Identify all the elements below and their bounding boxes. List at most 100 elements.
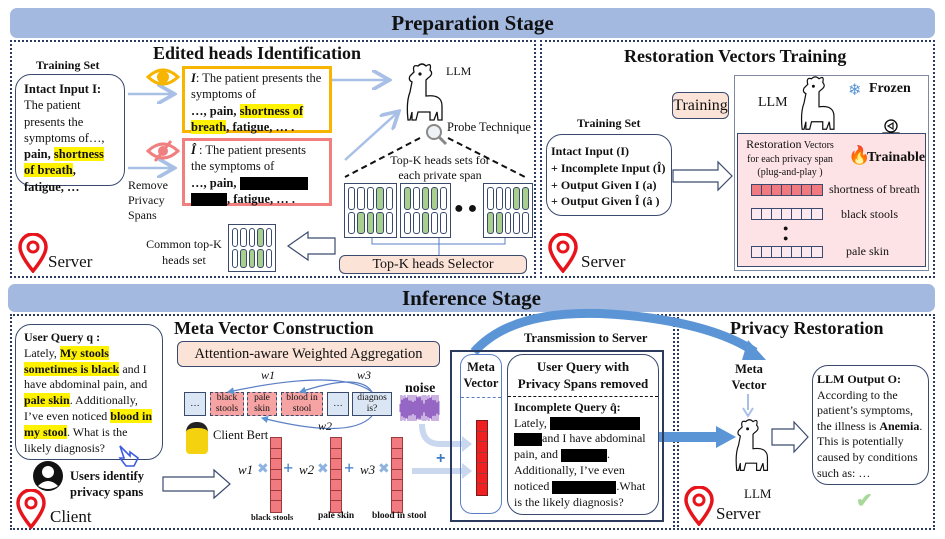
query-text: . Additionally, I’ve even noticed	[24, 393, 138, 424]
multiply-icon: ✖	[378, 462, 390, 477]
location-pin-icon	[684, 486, 714, 526]
attention-head	[413, 187, 420, 210]
snowflake-icon: ❄	[848, 82, 862, 99]
multiply-icon: ✖	[257, 462, 269, 477]
span-vector	[270, 437, 282, 513]
eye-open-icon	[146, 68, 180, 86]
attention-head	[431, 211, 438, 234]
query-text: and I have abdominal pain, and	[24, 361, 148, 392]
topk-sets-label: Top-K heads sets for each private span	[390, 153, 490, 182]
probe-technique-label: Probe Technique	[447, 120, 531, 134]
user-avatar-icon	[33, 461, 63, 491]
query-text: . Additionally, I’ve even noticed	[514, 447, 625, 493]
weight-label: w1	[261, 368, 276, 382]
trainable-label: Trainable	[867, 150, 926, 165]
training-inputs-box: Intact Input (I) + Incomplete Input (Î) …	[546, 134, 672, 216]
restoration-training-title: Restoration Vectors Training	[624, 46, 847, 66]
multiply-icon: ✖	[317, 462, 329, 477]
privacy-token: pale skin	[247, 392, 277, 416]
attention-head-selected	[404, 187, 411, 210]
vector-label: pale skin	[318, 511, 355, 521]
attention-head	[440, 211, 447, 234]
attention-head	[348, 211, 356, 234]
query-text: Lately,	[514, 415, 547, 430]
privacy-restoration-panel	[677, 314, 935, 530]
query-text: . What is the likely diagnosis?	[24, 424, 128, 455]
meta-vector-divider	[461, 397, 501, 398]
attention-head-selected	[495, 211, 503, 234]
attention-head-selected	[257, 228, 264, 247]
meta-vector-label: Meta Vector	[463, 360, 499, 390]
llm-label: LLM	[446, 64, 472, 78]
input-line: + Incomplete Input (Î)	[551, 160, 666, 175]
intact-input-label: Intact Input I:	[24, 82, 102, 96]
incomplete-text: : The patient presents the symptoms of	[191, 143, 307, 174]
meta-vector-title: Meta Vector Construction	[174, 318, 374, 338]
attention-head-selected	[522, 187, 529, 210]
restoration-word: Restoration	[746, 137, 802, 151]
client-panel	[10, 314, 675, 530]
incomplete-query-box: User Query with Privacy Spans removed In…	[507, 354, 659, 515]
query-box-title: User Query with Privacy Spans removed	[517, 359, 649, 391]
pain-text: …, pain,	[191, 103, 237, 118]
incomplete-label: Î	[191, 143, 196, 157]
llama-icon	[800, 76, 835, 130]
llama-icon	[406, 63, 443, 121]
plug-and-play-label: (plug-and-play )	[757, 167, 823, 178]
meta-vector-container	[460, 354, 502, 514]
hollow-arrow-right	[162, 468, 231, 500]
transmission-box	[450, 350, 664, 522]
divider	[508, 395, 658, 397]
weight-label: w2	[318, 419, 333, 433]
attention-head	[495, 187, 503, 210]
magnifier-icon	[426, 124, 448, 146]
common-heads-label: Common top-K heads set	[146, 237, 222, 267]
attention-head	[522, 211, 529, 234]
redacted-block	[561, 449, 607, 463]
attention-head	[232, 228, 239, 247]
weight-label: w1	[238, 462, 254, 477]
hollow-arrow-right	[672, 160, 733, 192]
output-text: . This is potentially caused by conditio…	[817, 418, 923, 480]
attention-head-selected	[376, 211, 384, 234]
llm-output-box: LLM Output O: According to the patient’s…	[812, 365, 929, 485]
bert-icon	[186, 422, 208, 454]
redacted-block	[191, 193, 227, 207]
output-text: According to the patient’s symptoms, the…	[817, 387, 913, 433]
training-set-label: Training Set	[577, 116, 641, 130]
fatigue-text: , fatigue, …	[24, 163, 80, 194]
token: …	[184, 392, 206, 416]
span-vector	[391, 437, 403, 513]
restoration-vector	[751, 246, 823, 258]
aggregation-badge: Attention-aware Weighted Aggregation	[177, 341, 440, 367]
attention-head	[513, 211, 521, 234]
attention-head	[440, 187, 447, 210]
intact-input-box: Intact Input I: The patient presents the…	[15, 74, 125, 194]
training-set-label: Training Set	[36, 58, 100, 72]
user-query-box: User Query q : Lately, My stools sometim…	[15, 324, 163, 460]
pain-text: pain,	[24, 147, 51, 161]
attention-head-selected	[422, 211, 429, 234]
noise-waveform-icon	[399, 395, 440, 421]
vectors-title: Restoration Vectors for each privacy spa…	[740, 136, 840, 180]
plus-icon: +	[283, 458, 294, 478]
restoration-vectors-box	[737, 133, 926, 267]
remove-privacy-label: Remove Privacy Spans	[128, 178, 168, 222]
inference-stage-header: Inference Stage	[8, 284, 935, 312]
attention-head	[357, 187, 365, 210]
incomplete-example-box: Î : The patient presents the symptoms of…	[182, 138, 332, 207]
vector-label: black stools	[841, 207, 898, 221]
attention-head	[404, 211, 411, 234]
ellipsis-dots: ● ●	[454, 200, 478, 217]
edited-heads-title: Edited heads Identification	[153, 43, 362, 63]
intact-input-text: The patient presents the symptoms of…,	[24, 98, 105, 145]
eye-closed-icon	[146, 140, 180, 162]
attention-head	[232, 249, 239, 268]
user-query-label: User Query q :	[24, 330, 101, 344]
head-set-1	[344, 183, 397, 238]
attention-head	[504, 211, 512, 234]
input-line: Intact Input (I)	[551, 144, 630, 158]
attention-head	[240, 228, 247, 247]
attention-head	[385, 211, 393, 234]
